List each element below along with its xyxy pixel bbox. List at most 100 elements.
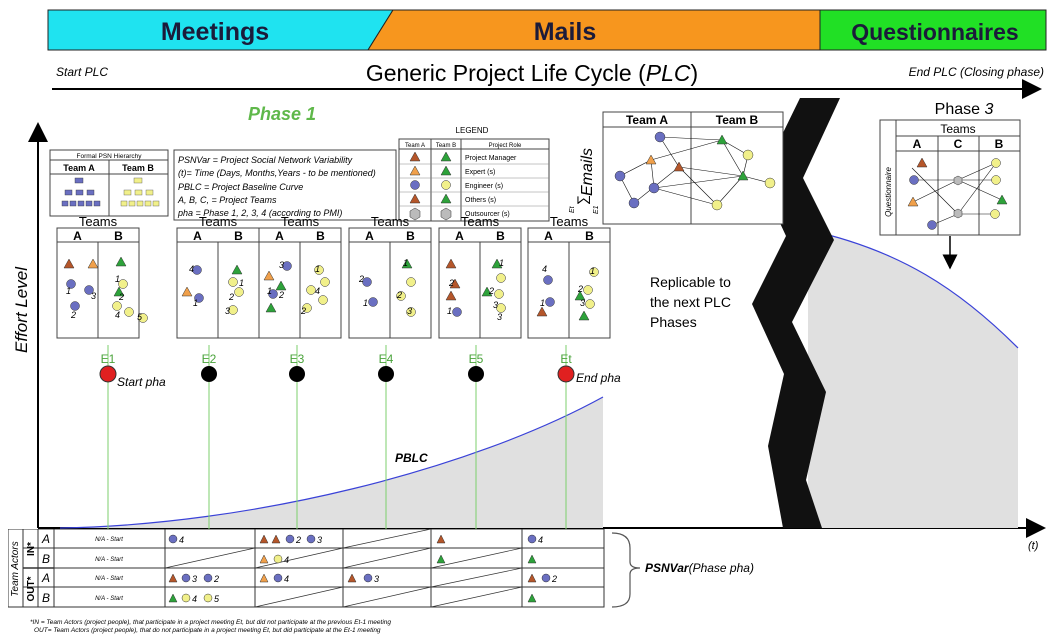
actor-marker	[496, 303, 506, 313]
actor-marker	[481, 286, 493, 297]
actor-number: 2	[278, 290, 284, 300]
q-node	[927, 220, 937, 230]
actor-marker	[234, 287, 244, 297]
actor-marker	[70, 301, 80, 311]
team-actors-matrix: Team Actors IN* OUT* A B A B N/A - Start…	[7, 528, 608, 614]
actor-marker	[368, 297, 378, 307]
empty-cell	[254, 547, 344, 569]
legend-header: Team A	[405, 143, 425, 149]
actor-number: 3	[497, 312, 502, 322]
others-a-icon	[409, 193, 421, 204]
matrix-marker	[273, 554, 283, 564]
meeting-label: E1	[101, 352, 116, 366]
footnote-in: *IN = Team Actors (project people), that…	[30, 619, 391, 626]
email-node	[711, 199, 723, 211]
email-node	[764, 177, 776, 189]
matrix-marker	[181, 593, 191, 603]
actor-number: 3	[407, 306, 412, 316]
actor-marker	[491, 258, 503, 269]
q-node	[916, 157, 928, 168]
actor-marker	[87, 258, 99, 269]
team-col-b: B	[234, 229, 243, 243]
expert-a-icon	[409, 165, 421, 176]
meeting-label: E4	[379, 352, 394, 366]
actor-marker	[583, 285, 593, 295]
email-node	[737, 170, 749, 181]
email-node	[673, 161, 685, 172]
actor-number: 2	[448, 278, 454, 288]
matrix-marker	[527, 593, 537, 603]
meeting-dot	[201, 366, 217, 382]
actor-number: 2	[300, 306, 306, 316]
emails-team-a: Team A	[626, 113, 668, 127]
actor-number: 4	[542, 264, 547, 274]
team-col-b: B	[496, 229, 505, 243]
actor-marker	[306, 285, 316, 295]
team-col-a: A	[193, 229, 202, 243]
matrix-number: 5	[214, 594, 220, 604]
email-links	[619, 136, 771, 206]
sum-bottom: E1	[593, 205, 600, 214]
matrix-number: 4	[284, 574, 289, 584]
matrix-number: 2	[295, 535, 301, 545]
legend-role: Engineer (s)	[465, 183, 503, 190]
actor-marker	[494, 289, 504, 299]
matrix-marker	[259, 573, 269, 583]
meeting-label: E2	[202, 352, 217, 366]
y-axis-label: Effort Level	[12, 266, 31, 353]
actor-number: 3	[493, 300, 498, 310]
q-node	[991, 158, 1001, 168]
meeting-dot	[378, 366, 394, 382]
replicable-line-3: Phases	[650, 314, 697, 330]
matrix-marker	[203, 573, 213, 583]
matrix-marker	[259, 554, 269, 564]
actor-marker	[66, 279, 76, 289]
teams-label: Teams	[550, 214, 589, 229]
meeting-dot	[468, 366, 484, 382]
actor-marker	[282, 261, 292, 271]
actor-marker	[406, 307, 416, 317]
actor-marker	[320, 277, 330, 287]
matrix-marker	[203, 593, 213, 603]
matrix-number: 4	[284, 555, 289, 565]
psnvar-label: PSNVar(Phase pha)	[645, 561, 754, 575]
sum-top: Et	[569, 205, 576, 213]
actor-marker	[585, 299, 595, 309]
actor-number: 4	[115, 310, 120, 320]
actor-number: 4	[315, 286, 320, 296]
hierarchy-team-a: Team A	[63, 163, 95, 173]
actor-marker	[194, 293, 204, 303]
matrix-number: 4	[192, 594, 197, 604]
matrix-number: 2	[551, 574, 557, 584]
email-node	[742, 149, 754, 161]
actor-marker	[231, 264, 243, 275]
actor-marker	[318, 295, 328, 305]
matrix-marker	[363, 573, 373, 583]
matrix-marker	[259, 534, 269, 544]
matrix-marker	[306, 534, 316, 544]
actor-number: 1	[193, 298, 198, 308]
pblc-curve	[59, 396, 604, 529]
end-dot	[557, 365, 575, 383]
teams-label: Teams	[281, 214, 320, 229]
matrix-marker	[271, 534, 281, 544]
matrix-side-label: Team Actors	[10, 541, 21, 596]
matrix-marker	[181, 573, 191, 583]
outsourcer-a-icon	[409, 207, 421, 221]
actor-marker	[228, 305, 238, 315]
na-cell: N/A - Start	[95, 596, 123, 602]
empty-cell	[342, 586, 432, 608]
pm-a-icon	[409, 151, 421, 162]
matrix-marker	[527, 534, 537, 544]
matrix-number: 3	[192, 574, 197, 584]
legend-header: Team B	[436, 143, 456, 149]
questionnaire-links	[911, 162, 1003, 226]
na-cell: N/A - Start	[95, 537, 123, 543]
actor-marker	[589, 267, 599, 277]
email-node	[614, 170, 626, 182]
end-pha-label: End pha	[576, 371, 621, 385]
actor-number: 3	[580, 298, 585, 308]
